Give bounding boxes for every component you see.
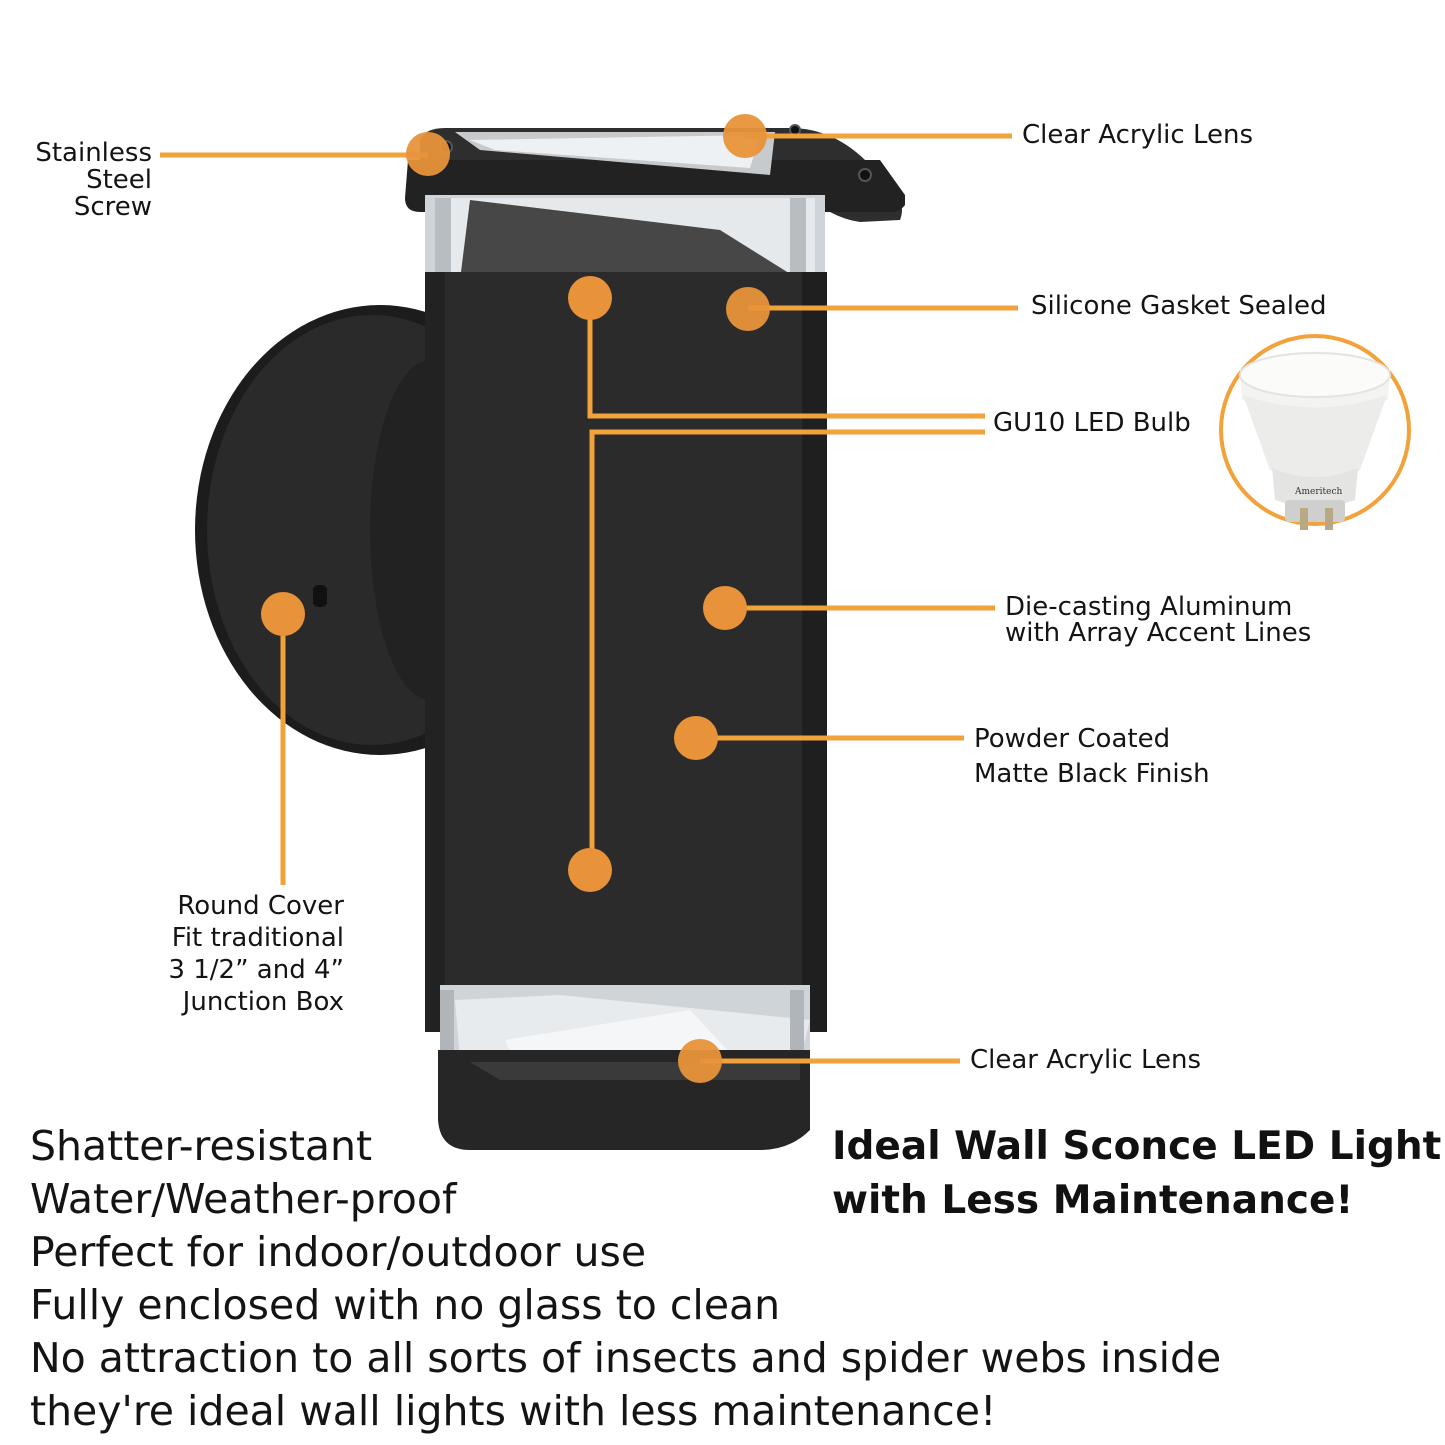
feature-item: No attraction to all sorts of insects an… (30, 1334, 1222, 1382)
feature-item: Shatter-resistant (30, 1122, 373, 1170)
plate-screw-icon (313, 585, 327, 607)
callout-silicone-gasket: Silicone Gasket Sealed (1031, 291, 1327, 321)
bulb-brand-label: Ameritech (1294, 487, 1343, 497)
dot-screw (406, 132, 450, 176)
dot-lens-top (723, 114, 767, 158)
callout-gu10-led-bulb: GU10 LED Bulb (993, 408, 1191, 438)
bulb-inset: Ameritech (1219, 334, 1411, 530)
dot-lens-bottom (678, 1039, 722, 1083)
callout-die-casting-aluminum: Die-casting Aluminum with Array Accent L… (1005, 592, 1312, 648)
leader-bulb-b (589, 429, 985, 868)
feature-list: Shatter-resistant Water/Weather-proof Pe… (30, 1120, 1221, 1438)
leader-bulb-a (587, 298, 985, 419)
callout-dots (261, 114, 770, 1083)
callout-powder-coated: Powder Coated Matte Black Finish (974, 724, 1210, 789)
fixture-body (425, 272, 827, 1032)
slogan-headline: Ideal Wall Sconce LED Light with Less Ma… (832, 1124, 1442, 1223)
dot-finish (674, 716, 718, 760)
dot-bulb-lower (568, 848, 612, 892)
upper-lens (425, 195, 825, 300)
dot-cover (261, 592, 305, 636)
callout-stainless-steel-screw: Stainless Steel Screw (35, 138, 152, 222)
feature-item: Perfect for indoor/outdoor use (30, 1228, 647, 1276)
feature-item: Fully enclosed with no glass to clean (30, 1281, 781, 1329)
callout-clear-acrylic-lens-top: Clear Acrylic Lens (1022, 120, 1254, 150)
dot-bulb-upper (568, 276, 612, 320)
feature-item: they're ideal wall lights with less main… (30, 1387, 997, 1435)
callout-round-cover: Round Cover Fit traditional 3 1/2” and 4… (168, 891, 344, 1017)
callout-clear-acrylic-lens-bottom: Clear Acrylic Lens (970, 1045, 1202, 1075)
dot-gasket (726, 287, 770, 331)
dot-aluminum (703, 586, 747, 630)
feature-item: Water/Weather-proof (30, 1175, 457, 1223)
leader-lines (160, 133, 1018, 1064)
